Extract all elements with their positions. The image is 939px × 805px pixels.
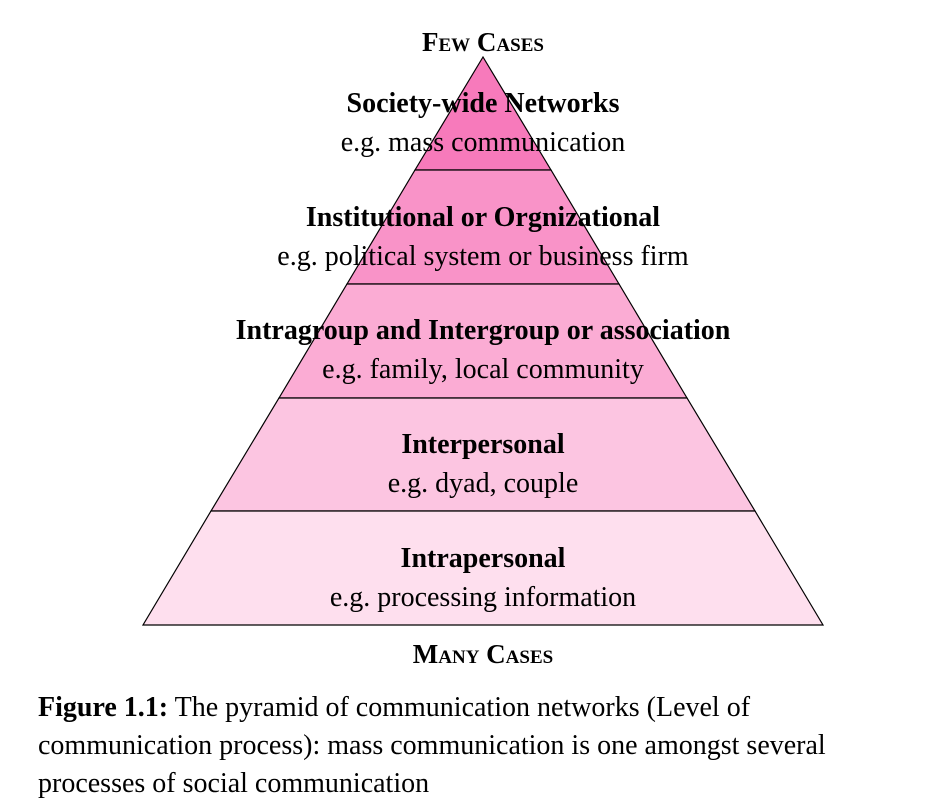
level-title-intrapersonal: Intrapersonal (401, 543, 566, 574)
level-title-institutional: Institutional or Orgnizational (306, 202, 660, 233)
level-example-intrapersonal: e.g. processing information (330, 582, 636, 613)
top-label: Few Cases (422, 27, 544, 57)
band-intrapersonal (141, 510, 825, 626)
level-title-intragroup: Intragroup and Intergroup or association (236, 315, 731, 346)
level-example-interpersonal: e.g. dyad, couple (388, 468, 579, 499)
level-example-intragroup: e.g. family, local community (322, 354, 644, 385)
level-title-interpersonal: Interpersonal (401, 429, 565, 460)
figure-caption-label: Figure 1.1: (38, 692, 169, 723)
pyramid-diagram: Few Cases Many Cases Society-wide Networ… (141, 27, 825, 669)
figure-caption: Figure 1.1: The pyramid of communication… (38, 689, 928, 803)
level-example-institutional: e.g. political system or business firm (277, 241, 689, 272)
level-example-society-wide: e.g. mass communication (341, 127, 626, 158)
figure-caption-text: The pyramid of communication networks (L… (38, 692, 826, 799)
bottom-label: Many Cases (413, 639, 553, 669)
level-title-society-wide: Society-wide Networks (347, 88, 620, 119)
